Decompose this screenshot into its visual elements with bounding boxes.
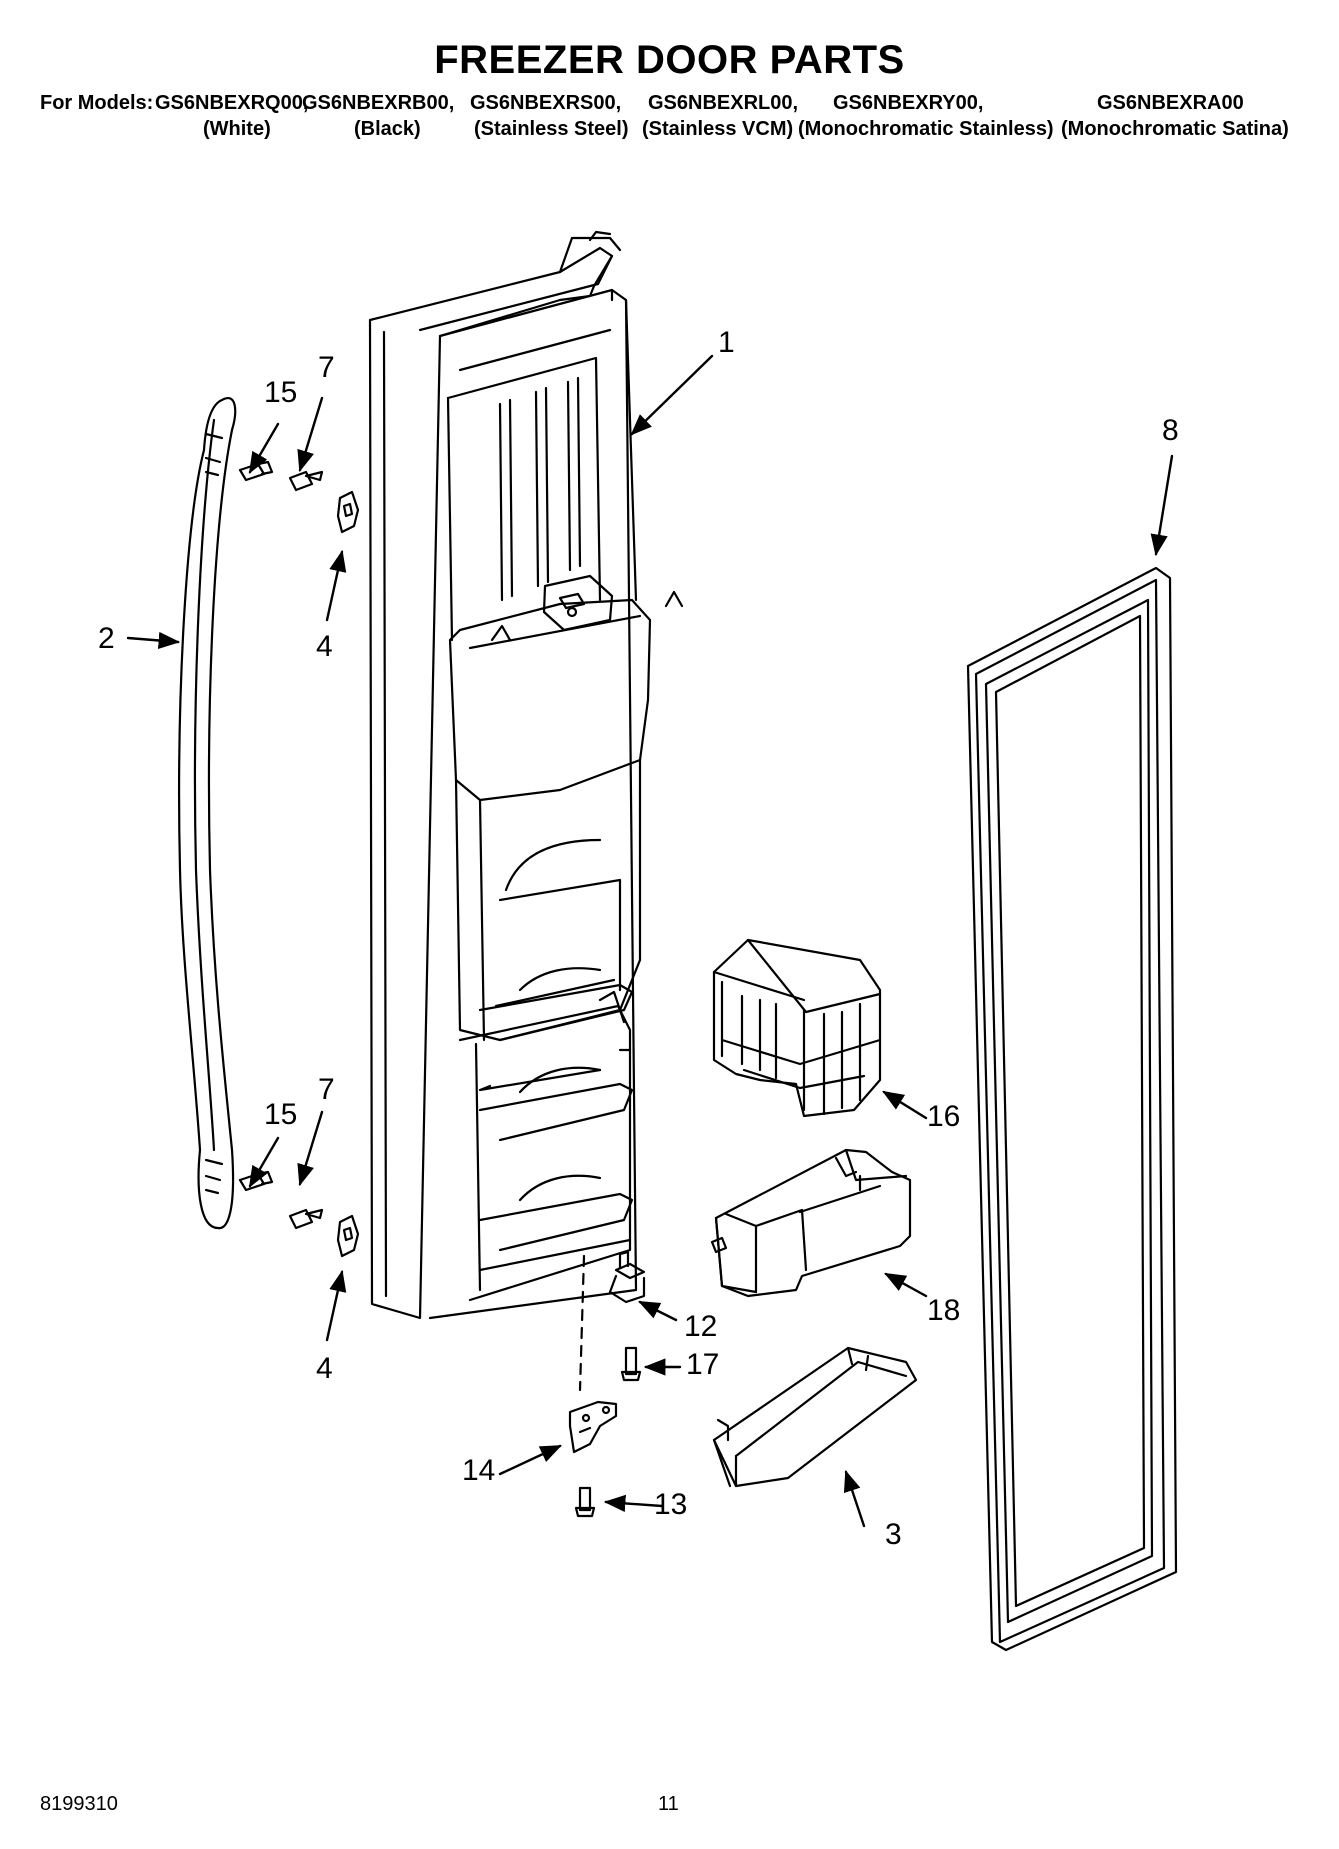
callout-17: 17	[686, 1348, 720, 1381]
bracket-screw	[574, 1486, 596, 1518]
callout-14: 14	[462, 1454, 496, 1487]
callout-4: 4	[316, 630, 333, 663]
callout-2: 2	[98, 622, 115, 655]
handle-screw	[238, 460, 274, 1192]
callout-7: 7	[318, 1073, 335, 1106]
mounting-screw	[288, 470, 324, 1230]
page-title: FREEZER DOOR PARTS	[434, 38, 905, 82]
callout-1: 1	[718, 326, 735, 359]
models-prefix: For Models:	[40, 92, 154, 114]
shelf-bracket	[710, 1148, 912, 1298]
door-gasket	[966, 566, 1178, 1652]
door-bin	[712, 1346, 918, 1488]
handle-clip	[336, 490, 360, 1258]
hinge-pin	[608, 1250, 646, 1304]
model-number: GS6NBEXRQ00,	[155, 92, 309, 114]
page-number: 11	[658, 1793, 679, 1815]
model-color: (Stainless Steel)	[474, 118, 629, 140]
model-color: (Monochromatic Satina)	[1061, 118, 1289, 140]
hinge-axis-line	[578, 1254, 586, 1392]
callout-16: 16	[927, 1100, 961, 1133]
door-handle	[178, 397, 237, 1230]
callout-15: 15	[264, 1098, 298, 1131]
callout-3: 3	[885, 1518, 902, 1551]
callout-leaders	[126, 354, 1174, 1528]
model-color: (White)	[203, 118, 271, 140]
door-liner	[368, 230, 684, 1320]
callout-8: 8	[1162, 414, 1179, 447]
hinge-screw	[620, 1346, 642, 1382]
model-number: GS6NBEXRY00,	[833, 92, 984, 114]
callout-15: 15	[264, 376, 298, 409]
callout-18: 18	[927, 1294, 961, 1327]
wire-basket	[712, 938, 882, 1118]
model-number: GS6NBEXRA00	[1097, 92, 1244, 114]
lower-hinge-bracket	[568, 1400, 618, 1454]
model-number: GS6NBEXRL00,	[648, 92, 799, 114]
callout-13: 13	[654, 1488, 688, 1521]
callout-7: 7	[318, 351, 335, 384]
model-color: (Black)	[354, 118, 421, 140]
model-number: GS6NBEXRS00,	[470, 92, 622, 114]
callout-4: 4	[316, 1352, 333, 1385]
callout-12: 12	[684, 1310, 718, 1343]
model-color: (Monochromatic Stainless)	[798, 118, 1054, 140]
document-number: 8199310	[40, 1793, 118, 1815]
model-number: GS6NBEXRB00,	[302, 92, 455, 114]
model-color: (Stainless VCM)	[642, 118, 794, 140]
